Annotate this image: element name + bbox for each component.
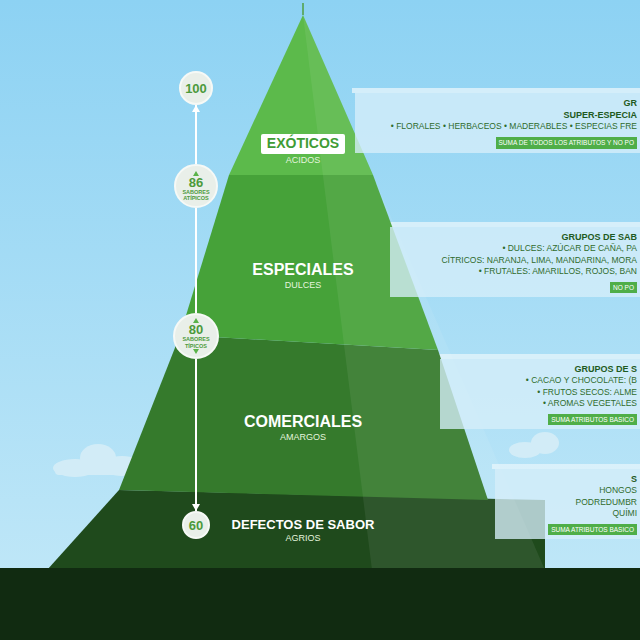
node-text: AMARGOS: [244, 432, 362, 443]
pyramid-band: DEFECTOS DE SABORAGRIOS: [232, 518, 375, 544]
scale-circle: 86SABORES ATÍPICOS: [174, 164, 218, 208]
node-text: GRUPOS DE SAB: [561, 231, 637, 243]
apex-stem: [302, 3, 304, 15]
scale-connector: [196, 208, 197, 313]
info-panel: GRUPOS DE SAB• DULCES: AZÚCAR DE CAÑA, P…: [390, 227, 640, 297]
info-panel: GRUPOS DE S• CACAO Y CHOCOLATE: (B• FRUT…: [440, 359, 640, 429]
node-text: QUÍMI: [612, 508, 637, 519]
scale-connector: [192, 359, 200, 511]
node-text: 100: [185, 82, 207, 95]
node-text: • AROMAS VEGETALES: [543, 398, 637, 409]
scale-circle: 80SABORES TÍPICOS: [173, 313, 219, 359]
node-text: SUPER-ESPECIA: [563, 109, 637, 121]
node-text: • CACAO Y CHOCOLATE: (B: [526, 375, 637, 386]
node-text: GR: [624, 97, 638, 109]
triangle-symbol: [193, 349, 199, 354]
info-panel: SHONGOSPODREDUMBRQUÍMI SUMA ATRIBUTOS BAS…: [495, 469, 640, 539]
cloud: [509, 432, 559, 458]
node-text: • FLORALES • HERBACEOS • MADERABLES • ES…: [391, 121, 637, 132]
node-text: • FRUTOS SECOS: ALME: [537, 387, 637, 398]
note-box: NO PO: [610, 282, 637, 294]
node-text: S: [631, 473, 637, 485]
node-text: PODREDUMBR: [576, 497, 637, 508]
pyramid-band: EXÓTICOS ACIDOS: [261, 134, 345, 165]
node-text: DEFECTOS DE SABOR: [232, 518, 375, 532]
note-box: SUMA ATRIBUTOS BASICO: [548, 414, 637, 426]
pyramid-band: ESPECIALESDULCES: [252, 261, 353, 290]
node-text: SUMA ATRIBUTOS BASICO: [551, 526, 634, 534]
node-text: GRUPOS DE S: [574, 363, 637, 375]
node-text: AGRIOS: [232, 533, 375, 544]
node-text: 80: [189, 323, 203, 336]
node-text: 86: [189, 176, 203, 189]
node-text: ESPECIALES: [252, 261, 353, 279]
pyramid-band: COMERCIALESAMARGOS: [244, 413, 362, 442]
node-text: 60: [189, 519, 203, 532]
scale-circle: 60: [182, 511, 210, 539]
info-panel: GRSUPER-ESPECIA• FLORALES • HERBACEOS • …: [355, 93, 640, 153]
note-box: SUMA ATRIBUTOS BASICO: [548, 524, 637, 536]
node-text: SUMA DE TODOS LOS ATRIBUTOS Y NO PO: [499, 139, 634, 147]
node-text: • FRUTALES: AMARILLOS, ROJOS, BAN: [479, 266, 637, 277]
node-text: ACIDOS: [261, 155, 345, 166]
node-text: COMERCIALES: [244, 413, 362, 431]
node-text: NO PO: [613, 284, 634, 292]
node-text: SABORES ATÍPICOS: [181, 189, 211, 201]
note-box: SUMA DE TODOS LOS ATRIBUTOS Y NO PO: [496, 137, 637, 149]
ground: [0, 568, 640, 640]
node-text: EXÓTICOS: [261, 134, 345, 153]
node-text: • DULCES: AZÚCAR DE CAÑA, PA: [502, 243, 637, 254]
scale-circle: 100: [179, 71, 213, 105]
node-text: HONGOS: [599, 485, 637, 496]
node-text: CÍTRICOS: NARANJA, LIMA, MANDARINA, MORA: [441, 255, 637, 266]
node-text: DULCES: [252, 280, 353, 291]
scale-connector: [192, 105, 200, 164]
node-text: SABORES TÍPICOS: [181, 336, 211, 348]
node-text: SUMA ATRIBUTOS BASICO: [551, 416, 634, 424]
